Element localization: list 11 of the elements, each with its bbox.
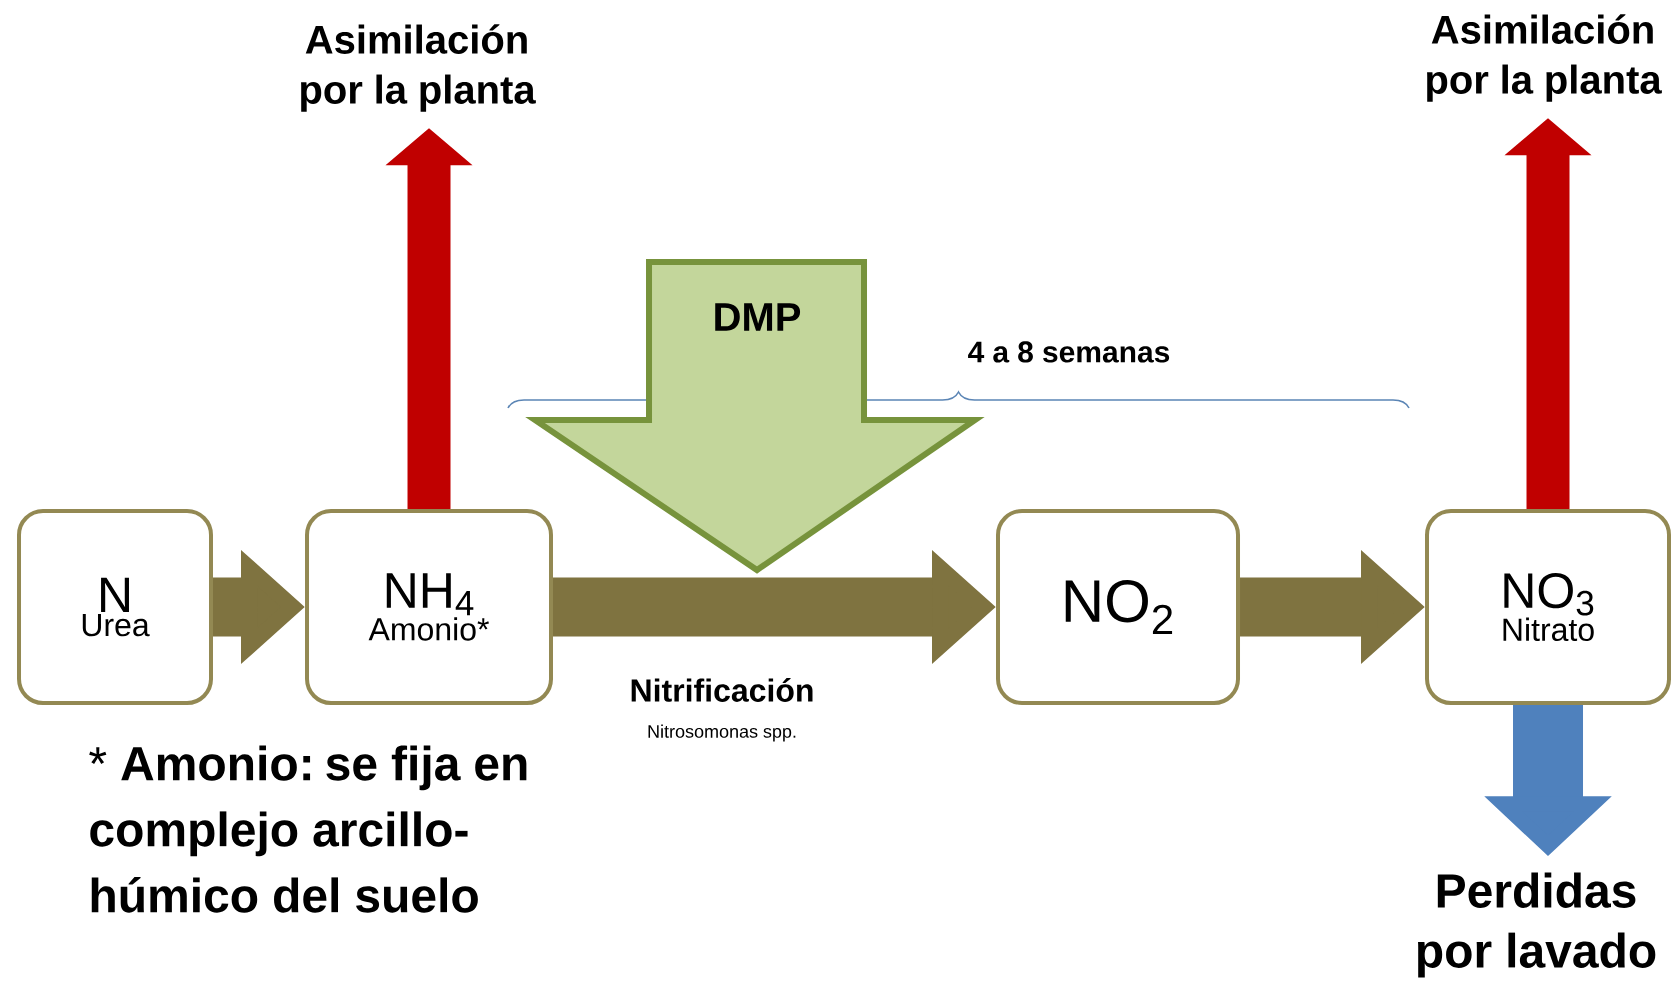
footnote: *Amonio: se fija en complejo arcillo-húmico del suelo xyxy=(89,745,527,913)
process-box: N Urea xyxy=(17,509,213,705)
process-box: NH$_{4}$ Amonio* xyxy=(305,509,553,705)
process-box: NO$_{3}$ Nitrato xyxy=(1425,509,1671,705)
process-label: Asimilación por la planta xyxy=(301,24,536,112)
process-box: NO$_{2}$ xyxy=(996,509,1240,705)
duration-label: 4 a 8 semanas xyxy=(968,341,1170,363)
process-label: Perdidas por lavado xyxy=(1418,872,1656,978)
process-label: Asimilación por la planta xyxy=(1427,14,1662,102)
organism-label: Nitrosomonas spp. xyxy=(648,724,796,742)
edge-label: Nitrificación xyxy=(625,674,819,706)
